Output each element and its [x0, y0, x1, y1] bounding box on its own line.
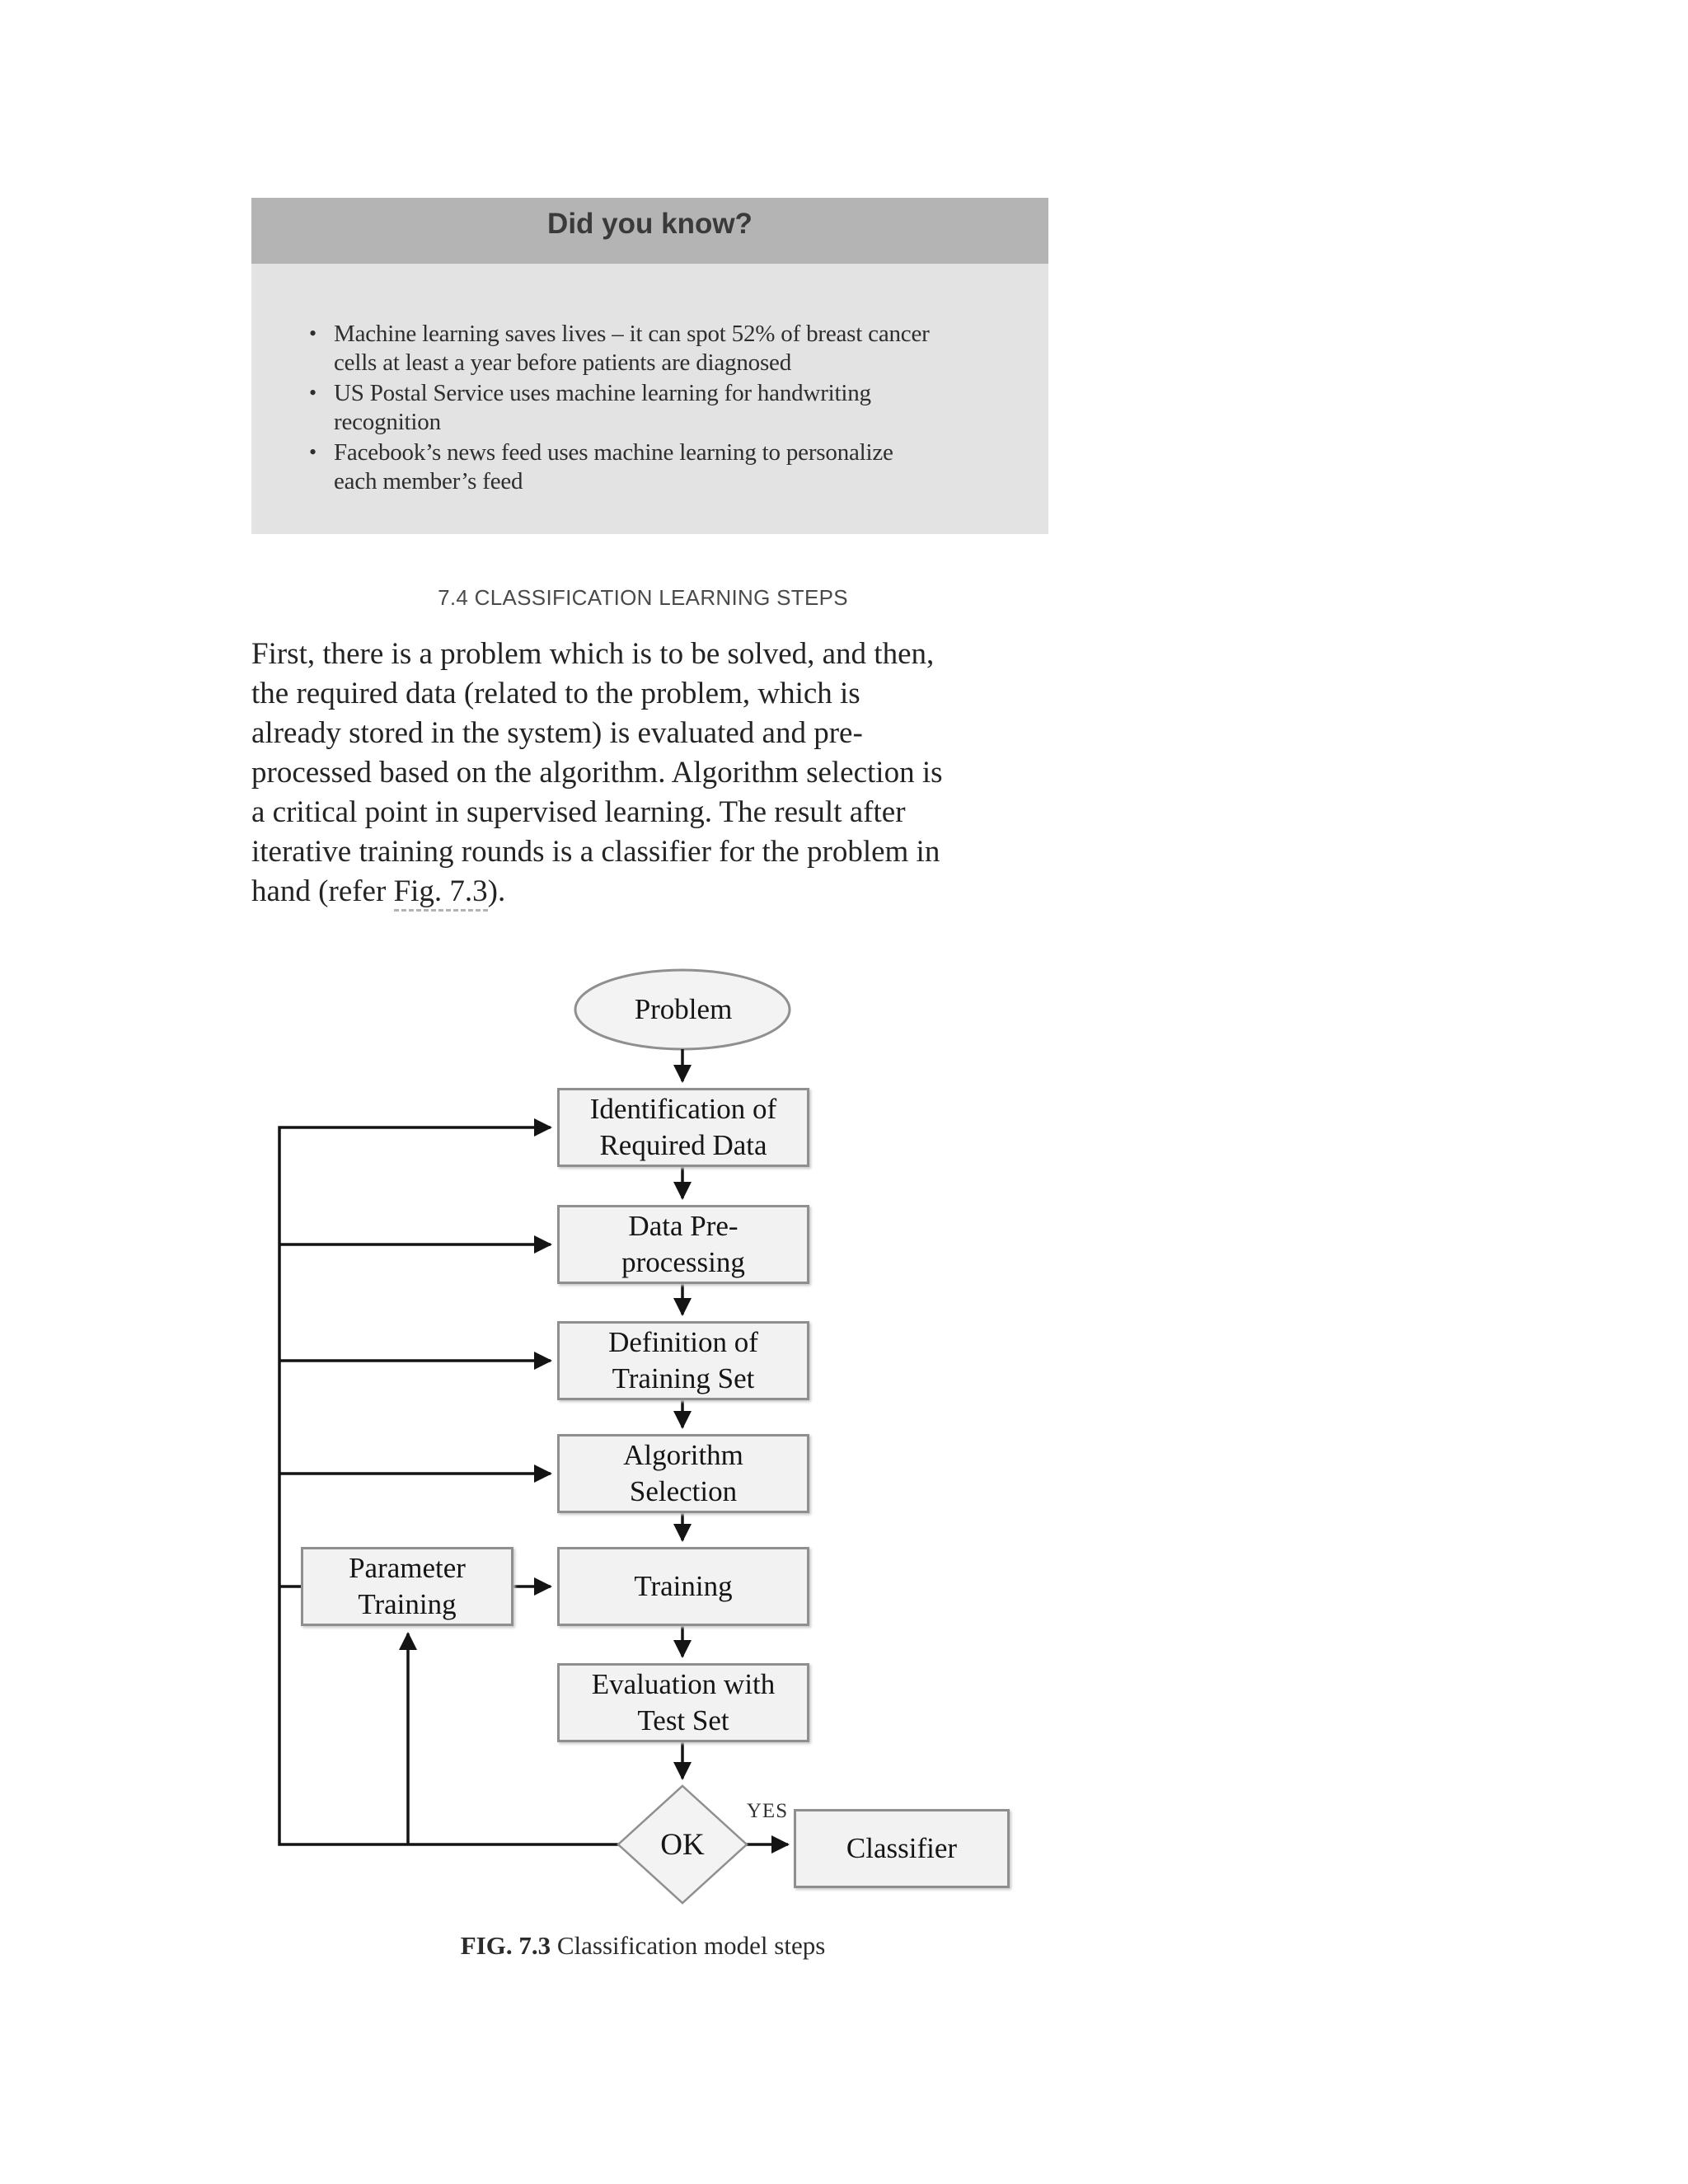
node-label-line: Test Set: [637, 1704, 729, 1736]
node-label-line: Evaluation with: [591, 1668, 776, 1700]
flow-node-parameter-training: Parameter Training: [301, 1547, 513, 1626]
paragraph-line: hand (refer Fig. 7.3).: [251, 872, 943, 912]
flow-node-classifier: Classifier: [794, 1809, 1010, 1888]
bullet-text-line: US Postal Service uses machine learning …: [334, 380, 871, 406]
paragraph-line: processed based on the algorithm. Algori…: [251, 756, 943, 790]
bullet-text-line: Facebook’s news feed uses machine learni…: [334, 439, 893, 466]
bullet-icon: •: [309, 440, 317, 464]
fig-7-3-link[interactable]: Fig. 7.3: [393, 874, 488, 912]
flow-node-ok-decision: OK: [660, 1827, 705, 1862]
did-you-know-title: Did you know?: [547, 208, 753, 240]
did-you-know-box: Did you know? • Machine learning saves l…: [251, 198, 1048, 534]
caption-text: Classification model steps: [556, 1931, 826, 1960]
flow-node-training-set: Definition of Training Set: [557, 1321, 809, 1400]
flow-node-identification: Identification of Required Data: [557, 1088, 809, 1167]
node-label-line: Definition of: [608, 1326, 758, 1358]
paragraph-line: already stored in the system) is evaluat…: [251, 716, 863, 750]
node-label-line: Required Data: [599, 1129, 767, 1161]
paragraph-text: hand (refer: [251, 874, 394, 908]
node-label-line: Selection: [629, 1475, 738, 1507]
paragraph-line: iterative training rounds is a classifie…: [251, 835, 940, 869]
flow-node-evaluation: Evaluation with Test Set: [557, 1663, 809, 1742]
flow-node-algorithm-selection: Algorithm Selection: [557, 1434, 809, 1513]
node-label-line: processing: [621, 1246, 745, 1278]
node-label-line: Parameter: [349, 1552, 466, 1584]
paragraph-line: a critical point in supervised learning.…: [251, 795, 906, 829]
decision-diamond-shape: [617, 1784, 748, 1905]
bullet-icon: •: [309, 321, 317, 345]
node-label-line: Classifier: [846, 1832, 958, 1864]
bullet-text-line: recognition: [334, 409, 441, 435]
flow-arrows-horizontal: [279, 1235, 790, 1854]
bullet-text-line: cells at least a year before patients ar…: [334, 349, 792, 376]
node-label-line: Training: [358, 1588, 457, 1620]
paragraph-text: ).: [487, 874, 506, 908]
figure-caption: FIG. 7.3 Classification model steps: [251, 1929, 1034, 1962]
node-label-line: Training: [634, 1570, 733, 1602]
flow-node-data-preprocessing: Data Pre- processing: [557, 1205, 809, 1284]
node-label-line: Training Set: [612, 1362, 755, 1394]
paragraph: First, there is a problem which is to be…: [251, 635, 943, 912]
did-you-know-header: Did you know?: [251, 198, 1048, 264]
bullet-text-line: Machine learning saves lives – it can sp…: [334, 321, 930, 347]
list-item: • Facebook’s news feed uses machine lear…: [309, 438, 1024, 496]
yes-branch-label: YES: [746, 1800, 789, 1822]
list-item: • Machine learning saves lives – it can …: [309, 320, 1024, 377]
node-label-line: Data Pre-: [628, 1210, 738, 1242]
feedback-rail: [278, 1118, 618, 1846]
bullet-icon: •: [309, 381, 317, 405]
paragraph-line: the required data (related to the proble…: [251, 677, 860, 710]
node-label-line: Algorithm: [623, 1439, 743, 1471]
paragraph-line: First, there is a problem which is to be…: [251, 637, 935, 671]
bullet-text-line: each member’s feed: [334, 468, 523, 494]
did-you-know-body: • Machine learning saves lives – it can …: [251, 264, 1048, 534]
node-label-line: Identification of: [589, 1093, 777, 1125]
section-heading: 7.4 CLASSIFICATION LEARNING STEPS: [438, 585, 848, 610]
caption-label: FIG. 7.3: [460, 1931, 551, 1960]
flow-node-training: Training: [557, 1547, 809, 1626]
flow-node-problem: Problem: [634, 993, 733, 1025]
list-item: • US Postal Service uses machine learnin…: [309, 379, 1024, 437]
